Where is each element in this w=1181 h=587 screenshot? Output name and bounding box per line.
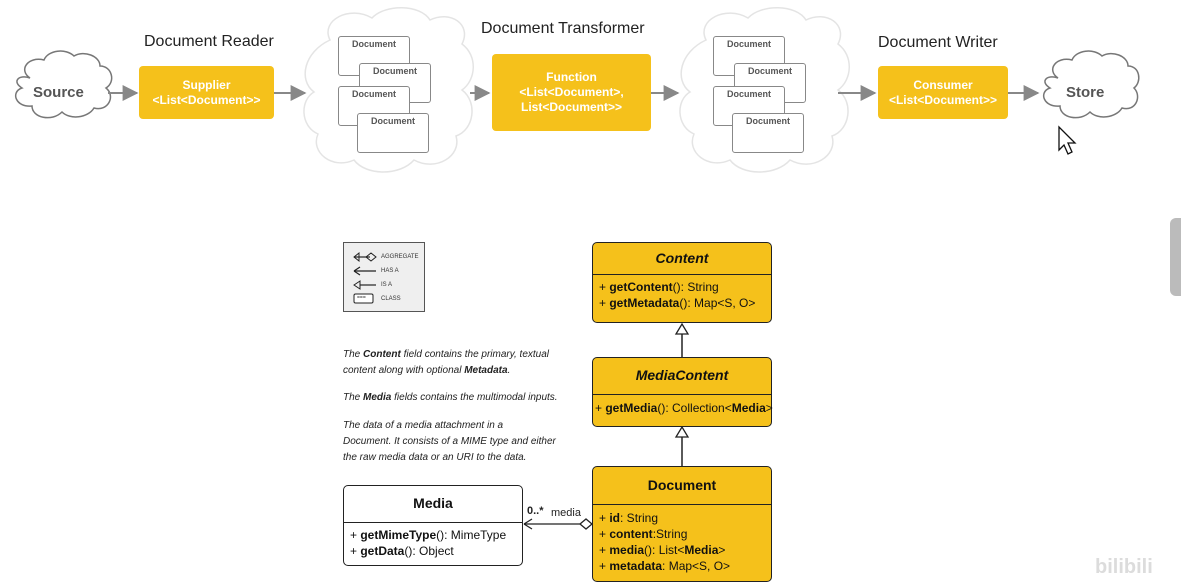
legend-class: CLASS [381,296,401,302]
class-media-content: MediaContent + getMedia(): Collection<Me… [592,357,773,427]
document-field-content: + content:String [599,527,688,541]
legend-class-glyph: === [357,295,366,301]
document-field-id: + id: String [599,511,659,525]
consumer-box: Consumer <List<Document>> [878,66,1008,119]
consumer-line2: <List<Document>> [888,92,998,107]
watermark: bilibili [1095,556,1153,578]
stage-label-reader: Document Reader [144,33,274,50]
legend-aggregate: AGGREGATE [381,254,419,260]
class-media-name: Media [344,486,522,523]
media-method-getmimetype: + getMimeType(): MimeType [350,528,507,542]
function-box: Function <List<Document>, List<Document>… [492,54,651,131]
content-method-getmetadata: + getMetadata(): Map<S, O> [599,296,756,310]
store-label: Store [1066,84,1105,101]
class-document-name: Document [593,467,771,505]
doc-card: Document [732,113,804,153]
supplier-line1: Supplier [182,77,231,92]
supplier-box: Supplier <List<Document>> [139,66,274,119]
consumer-line1: Consumer [913,77,973,92]
scrollbar-thumb[interactable] [1170,218,1181,296]
source-label: Source [33,84,84,101]
multiplicity-label: 0..* [527,505,544,517]
doc-card: Document [357,113,429,153]
class-content-name: Content [593,243,771,275]
content-method-getcontent: + getContent(): String [599,280,719,294]
note-media: The Media fields contains the multimodal… [343,392,558,403]
legend-has-a: HAS A [381,268,399,274]
legend-is-a: IS A [381,282,393,288]
mouse-cursor-icon [1058,125,1077,155]
media-content-method-getmedia: + getMedia(): Collection<Media> [595,401,773,415]
function-line2: <List<Document>, [519,85,624,99]
stage-label-writer: Document Writer [878,34,998,51]
document-field-metadata: + metadata: Map<S, O> [599,559,731,573]
note-content: The Content field contains the primary, … [343,349,550,376]
class-media-content-name: MediaContent [593,358,771,395]
store-cloud [1042,50,1140,119]
role-label: media [551,507,581,519]
class-document: Document + id: String + content:String +… [592,466,772,582]
stage-label-transformer: Document Transformer [481,20,645,37]
legend-glyphs [353,251,377,304]
legend-box: === AGGREGATE HAS A IS A CLASS [343,242,425,312]
document-field-media: + media(): List<Media> [599,543,726,557]
class-media: Media + getMimeType(): MimeType + getDat… [343,485,523,566]
media-method-getdata: + getData(): Object [350,544,454,558]
supplier-line2: <List<Document>> [152,92,261,107]
source-cloud [14,50,113,119]
class-content: Content + getContent(): String + getMeta… [592,242,772,323]
note-media-data: The data of a media attachment in a Docu… [343,420,556,463]
function-line3: List<Document>> [520,100,623,114]
function-line1: Function [546,70,597,84]
